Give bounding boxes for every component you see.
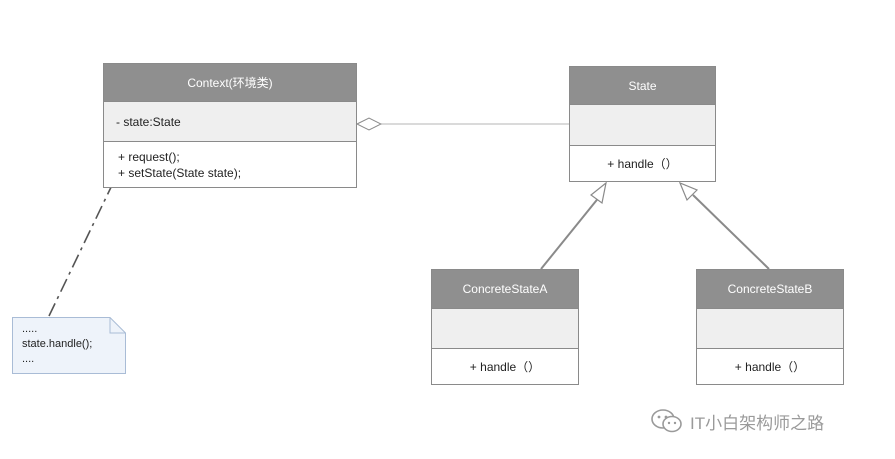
context-class[interactable]: Context(环境类) - state:State + request(); … [103,63,357,188]
concrete-state-a-attributes [432,309,578,349]
context-method-request: + request(); [118,149,180,164]
concrete-state-b-methods: + handle（） [697,349,843,384]
state-class-methods: + handle（） [570,146,715,181]
note-shape [12,317,126,374]
concrete-state-a-methods: + handle（） [432,349,578,384]
note-line: ..... [22,323,38,335]
watermark: IT小白架构师之路 [650,408,824,434]
concrete-state-a-class[interactable]: ConcreteStateA + handle（） [431,269,579,385]
generalization-line-a [540,195,601,270]
generalization-arrowhead-a [590,181,607,205]
note-anchor-line [48,153,128,317]
concrete-state-b-class[interactable]: ConcreteStateB + handle（） [696,269,844,385]
state-method-handle: + handle（） [607,156,678,171]
watermark-text: IT小白架构师之路 [690,413,825,433]
concrete-state-b-attributes [697,309,843,349]
state-class-title: State [570,67,715,105]
generalization-line-b [692,194,770,270]
note-text: ..... state.handle(); .... [22,322,92,367]
context-method-setstate: + setState(State state); [118,165,242,180]
context-class-title: Context(环境类) [104,64,356,102]
concrete-state-a-title: ConcreteStateA [432,270,578,309]
aggregation-diamond [355,117,383,131]
concrete-state-a-method-handle: + handle（） [469,359,541,374]
concrete-state-b-title: ConcreteStateB [697,270,843,309]
wechat-icon [650,408,684,434]
note[interactable]: ..... state.handle(); .... [12,317,126,374]
concrete-state-b-method-handle: + handle（） [734,359,806,374]
context-class-methods: + request(); + setState(State state); [104,142,356,187]
state-class[interactable]: State + handle（） [569,66,716,182]
note-line: .... [22,353,35,365]
state-class-attributes [570,105,715,146]
context-class-attribute: - state:State [104,102,356,142]
note-line: state.handle(); [22,338,93,350]
generalization-arrowhead-b [678,181,699,202]
